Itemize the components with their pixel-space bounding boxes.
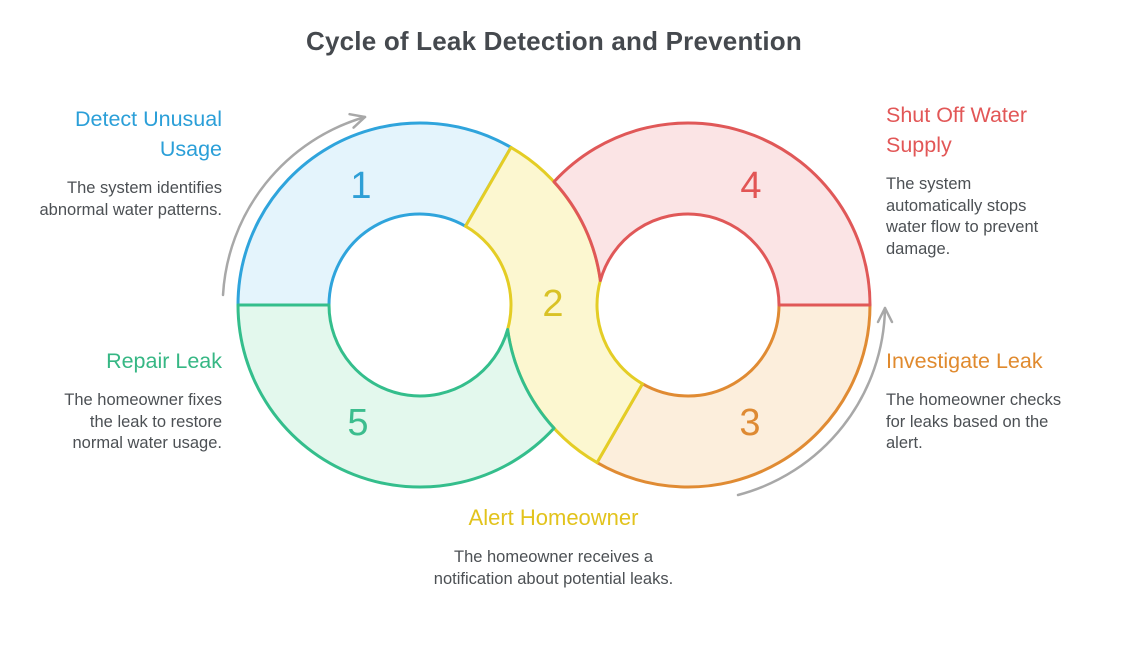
step-description-alert-homeowner: The homeowner receives a notification ab…: [433, 548, 674, 588]
step-label-investigate-leak: Investigate Leak: [886, 349, 1043, 373]
step-number-1: 1: [350, 165, 371, 207]
step-number-3: 3: [739, 402, 760, 444]
step-label-repair-leak: Repair Leak: [106, 349, 222, 373]
segment-detect-unusual-usage: [236, 121, 513, 307]
page-title: Cycle of Leak Detection and Prevention: [306, 26, 802, 56]
cycle-arrow-right-icon: [736, 306, 894, 497]
step-block-investigate-leak: Investigate Leak The homeowner checks fo…: [886, 346, 1084, 455]
step-description-repair-leak: The homeowner fixes the leak to restore …: [64, 391, 222, 452]
step-block-repair-leak: Repair Leak The homeowner fixes the leak…: [54, 346, 222, 455]
step-number-2: 2: [542, 283, 563, 325]
step-label-alert-homeowner: Alert Homeowner: [468, 505, 639, 530]
segment-investigate-leak: [595, 303, 872, 489]
step-block-detect-unusual-usage: Detect Unusual Usage The system identifi…: [37, 104, 222, 221]
cycle-arrow-left-icon: [221, 112, 367, 297]
step-block-alert-homeowner: Alert Homeowner The homeowner receives a…: [431, 503, 676, 590]
step-number-5: 5: [347, 402, 368, 444]
step-number-4: 4: [740, 165, 761, 207]
segment-repair-leak: [236, 303, 556, 489]
step-description-investigate-leak: The homeowner checks for leaks based on …: [886, 391, 1062, 452]
step-description-detect-unusual-usage: The system identifies abnormal water pat…: [39, 179, 222, 219]
segment-shut-off-water: [552, 121, 872, 307]
step-label-detect-unusual-usage: Detect Unusual Usage: [75, 107, 222, 161]
step-description-shut-off-water: The system automatically stops water flo…: [886, 175, 1039, 258]
step-label-shut-off-water: Shut Off Water Supply: [886, 103, 1027, 157]
step-block-shut-off-water: Shut Off Water Supply The system automat…: [886, 100, 1061, 260]
